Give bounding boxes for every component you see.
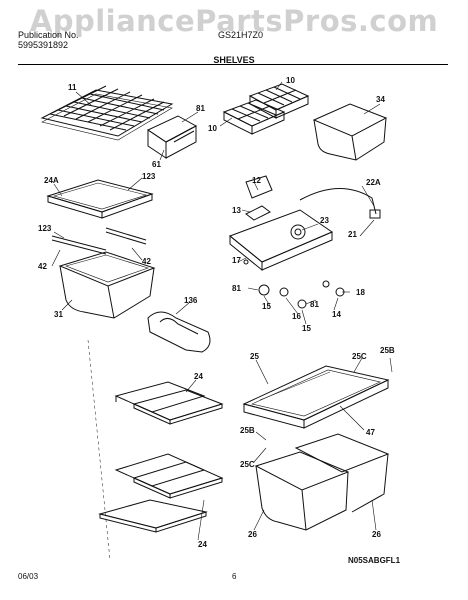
model-number: GS21H7Z0 <box>218 30 264 40</box>
part-ice-tray-lower <box>222 99 286 135</box>
callout-123-lower: 123 <box>38 224 52 233</box>
callout-13: 13 <box>232 206 241 215</box>
part-shelf-mid-pair <box>114 453 224 499</box>
callout-16: 16 <box>292 312 301 321</box>
part-glass-shelf-24a <box>46 179 154 219</box>
callout-18: 18 <box>356 288 365 297</box>
callout-81-lower: 81 <box>310 300 319 309</box>
callout-15-right: 15 <box>302 324 311 333</box>
part-shelf-lower <box>98 499 208 533</box>
callout-10-upper: 10 <box>286 76 295 85</box>
callout-15-left: 15 <box>262 302 271 311</box>
callout-25b-lower: 25B <box>240 426 255 435</box>
publication-label: Publication No. <box>18 30 79 40</box>
callout-22a: 22A <box>366 178 381 187</box>
callout-81-icemaker: 81 <box>232 284 241 293</box>
callout-12: 12 <box>252 176 261 185</box>
footer-date: 06/03 <box>18 572 39 581</box>
callout-24-lower: 24 <box>198 540 207 549</box>
callout-11: 11 <box>68 83 77 92</box>
callout-10-lower: 10 <box>208 124 217 133</box>
footer-page: 6 <box>232 572 237 581</box>
callout-24a: 24A <box>44 176 59 185</box>
callout-23: 23 <box>320 216 329 225</box>
callout-61: 61 <box>152 160 161 169</box>
callout-42-right: 42 <box>142 257 151 266</box>
publication-number: 5995391892 <box>18 40 69 50</box>
leader-lines <box>51 81 393 541</box>
part-glass-shelf-47 <box>242 365 390 429</box>
callout-24-upper: 24 <box>194 372 203 381</box>
watermark: AppliancePartsPros.com <box>29 4 439 38</box>
callout-26-left: 26 <box>248 530 257 539</box>
part-icemaker-assembly <box>229 175 381 309</box>
part-ice-bin-bracket <box>146 115 198 159</box>
part-shelf-slides <box>51 227 147 255</box>
part-shelf-upper-pair <box>114 381 224 425</box>
callout-31: 31 <box>54 310 63 319</box>
callout-21: 21 <box>348 230 357 239</box>
section-title: SHELVES <box>213 55 255 65</box>
diagram-code: N05SABGFL1 <box>348 556 401 565</box>
callout-25c-lower: 25C <box>240 460 255 469</box>
callout-25b-upper: 25B <box>380 346 395 355</box>
callout-42-left: 42 <box>38 262 47 271</box>
callout-81: 81 <box>196 104 205 113</box>
part-small-bin <box>312 103 388 161</box>
callout-25: 25 <box>250 352 259 361</box>
frame-guide-line <box>87 339 111 561</box>
callout-14: 14 <box>332 310 341 319</box>
part-crisper-pair <box>254 433 390 531</box>
callout-17: 17 <box>232 256 241 265</box>
callout-34: 34 <box>376 95 385 104</box>
callout-26-right: 26 <box>372 530 381 539</box>
part-crisper-drawer <box>58 251 156 319</box>
header-rule <box>18 64 448 65</box>
callout-123-upper: 123 <box>142 172 156 181</box>
callout-25c-upper: 25C <box>352 352 367 361</box>
callout-47: 47 <box>366 428 375 437</box>
part-drawer-divider <box>147 311 211 353</box>
callout-136: 136 <box>184 296 198 305</box>
part-wire-shelf <box>40 85 174 141</box>
